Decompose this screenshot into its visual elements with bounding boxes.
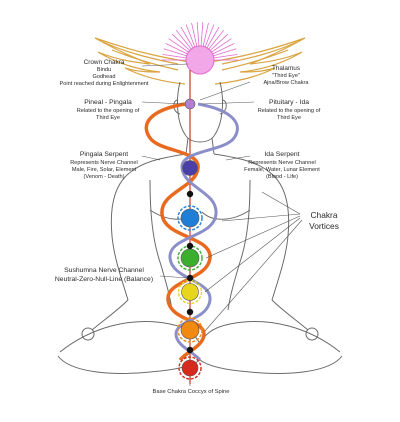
pingala-label-line: Male, Fire, Solar, Element (72, 167, 137, 173)
crown-label-title: Crown Chakra (84, 59, 125, 66)
pineal-label-title: Pineal - Pingala (84, 99, 132, 106)
pituitary-label-line: Third Eye (277, 115, 301, 121)
crown-label-line: Point reached during Enlightenment (60, 81, 149, 87)
root-label: Base Chakra Coccyx of Spine (152, 389, 229, 395)
pituitary-label-line: Related to the opening of (258, 108, 321, 114)
root-chakra (181, 359, 199, 377)
spine-node (186, 242, 194, 250)
third-eye-chakra (182, 160, 198, 176)
pingala-label-line: Represents Nerve Channel (70, 160, 137, 166)
thalamus-label-line: Ajna/Brow Chakra (263, 80, 309, 86)
pineal-label-line: Third Eye (96, 115, 120, 121)
spine-node (186, 190, 194, 198)
ida-label-line: Represents Nerve Channel (248, 160, 315, 166)
sushumna-label-line: Neutral-Zero-Null-Line (Balance) (55, 276, 153, 283)
crown-chakra (184, 98, 196, 110)
meditating-figure (57, 81, 343, 374)
pingala-label-line: (Venom - Death) (83, 174, 124, 180)
thalamus-label-line: "Third Eye" (272, 73, 300, 79)
crown-label-line: Bindu (97, 67, 111, 73)
sacral-chakra (180, 320, 200, 340)
spine-node (186, 346, 194, 354)
leader-lines (141, 63, 303, 386)
sushumna-label-line: Sushumna Nerve Channel (64, 267, 144, 274)
ida-serpent (168, 102, 239, 362)
solar-plexus-chakra (181, 283, 199, 301)
root-chakra-petals (178, 356, 202, 380)
ida-label-line: Female, Water, Lunar Element (244, 167, 320, 173)
chakra-vortices-label: Chakra (311, 210, 338, 220)
spine-node (186, 308, 194, 316)
thalamus-label-title: Thalamus (272, 65, 300, 72)
labels: Crown Chakra Bindu Godhead Point reached… (55, 59, 339, 395)
chakra-vortices-label: Vortices (309, 221, 339, 231)
pingala-serpent (144, 102, 212, 362)
crown-label-line: Godhead (92, 74, 115, 80)
pineal-label-line: Related to the opening of (77, 108, 140, 114)
spine-node (186, 274, 194, 282)
pituitary-label-title: Pituitary - Ida (269, 99, 309, 106)
ida-label-title: Ida Serpent (264, 151, 299, 158)
sacral-chakra-petals (177, 317, 203, 343)
heart-chakra (180, 248, 200, 268)
crown-lotus (185, 45, 215, 75)
pingala-label-title: Pingala Serpent (80, 151, 128, 158)
chakra-column (177, 98, 203, 380)
ida-label-line: (Blood - Life) (266, 174, 298, 180)
throat-chakra (180, 208, 200, 228)
throat-chakra-petals (177, 205, 203, 231)
solar-plexus-chakra-petals (177, 279, 203, 305)
winged-crown (94, 37, 306, 85)
